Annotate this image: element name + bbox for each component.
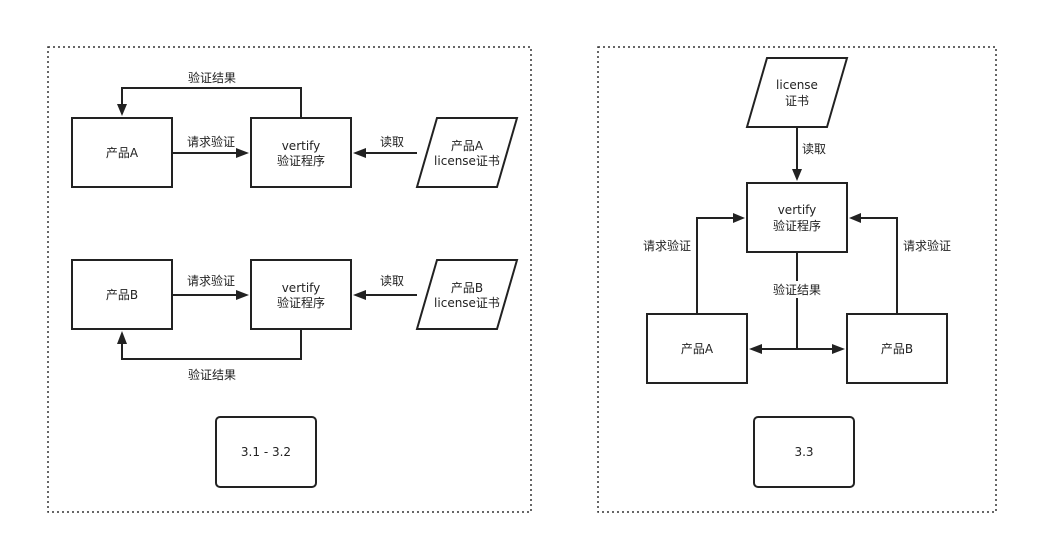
request-right-arrowhead	[849, 213, 861, 223]
b-request-arrowhead	[236, 290, 249, 300]
license-b-label-line2: license证书	[434, 296, 500, 310]
b-read-arrowhead	[353, 290, 366, 300]
right-panel-frame	[597, 46, 997, 513]
license-label-line2: 证书	[785, 94, 809, 108]
verify-label-line1: vertify	[778, 203, 817, 217]
verify-b-label-line2: 验证程序	[277, 295, 325, 310]
product-a-box-right	[646, 313, 748, 384]
verify-label-line2: 验证程序	[773, 218, 821, 233]
product-a-label-right: 产品A	[681, 342, 714, 356]
b-result-label: 验证结果	[188, 367, 236, 382]
verify-box	[746, 182, 848, 253]
license-label-line1: license	[776, 78, 818, 92]
verify-a-label-line2: 验证程序	[277, 153, 325, 168]
product-a-label: 产品A	[106, 146, 139, 160]
license-parallelogram	[745, 57, 849, 128]
left-caption-box	[215, 416, 317, 488]
verify-a-label-line1: vertify	[282, 139, 321, 153]
result-right-arrowhead	[832, 344, 845, 354]
license-a-label-line2: license证书	[434, 154, 500, 168]
verify-b-box	[250, 259, 352, 330]
a-read-label: 读取	[380, 135, 404, 149]
right-caption-label: 3.3	[794, 445, 813, 459]
license-a-parallelogram	[415, 117, 519, 188]
request-left-label: 请求验证	[643, 238, 691, 253]
license-b-parallelogram	[415, 259, 519, 330]
b-request-label: 请求验证	[187, 273, 235, 288]
request-left-edge	[696, 217, 734, 314]
read-arrowhead	[792, 169, 802, 181]
license-a-label-line1: 产品A	[451, 139, 484, 153]
b-result-arrowhead	[117, 331, 127, 344]
request-right-label: 请求验证	[903, 238, 951, 253]
b-read-label: 读取	[380, 274, 404, 288]
license-b-label-line1: 产品B	[451, 281, 483, 295]
product-b-box-right	[846, 313, 948, 384]
left-caption-label: 3.1 - 3.2	[241, 445, 291, 459]
product-b-label: 产品B	[106, 288, 138, 302]
a-result-label: 验证结果	[188, 70, 236, 85]
left-panel-frame	[47, 46, 532, 513]
right-caption-box	[753, 416, 855, 488]
request-right-edge	[860, 217, 898, 314]
product-a-box	[71, 117, 173, 188]
a-result-edge	[121, 87, 302, 118]
a-request-label: 请求验证	[187, 134, 235, 149]
result-label-bg	[768, 281, 826, 298]
result-label: 验证结果	[773, 282, 821, 297]
a-request-arrowhead	[236, 148, 249, 158]
request-left-arrowhead	[733, 213, 745, 223]
a-read-arrowhead	[353, 148, 366, 158]
read-label: 读取	[802, 142, 826, 156]
product-b-label-right: 产品B	[881, 342, 913, 356]
result-left-arrowhead	[749, 344, 762, 354]
a-result-arrowhead	[117, 104, 127, 116]
b-result-edge	[121, 329, 302, 360]
verify-a-box	[250, 117, 352, 188]
verify-b-label-line1: vertify	[282, 281, 321, 295]
